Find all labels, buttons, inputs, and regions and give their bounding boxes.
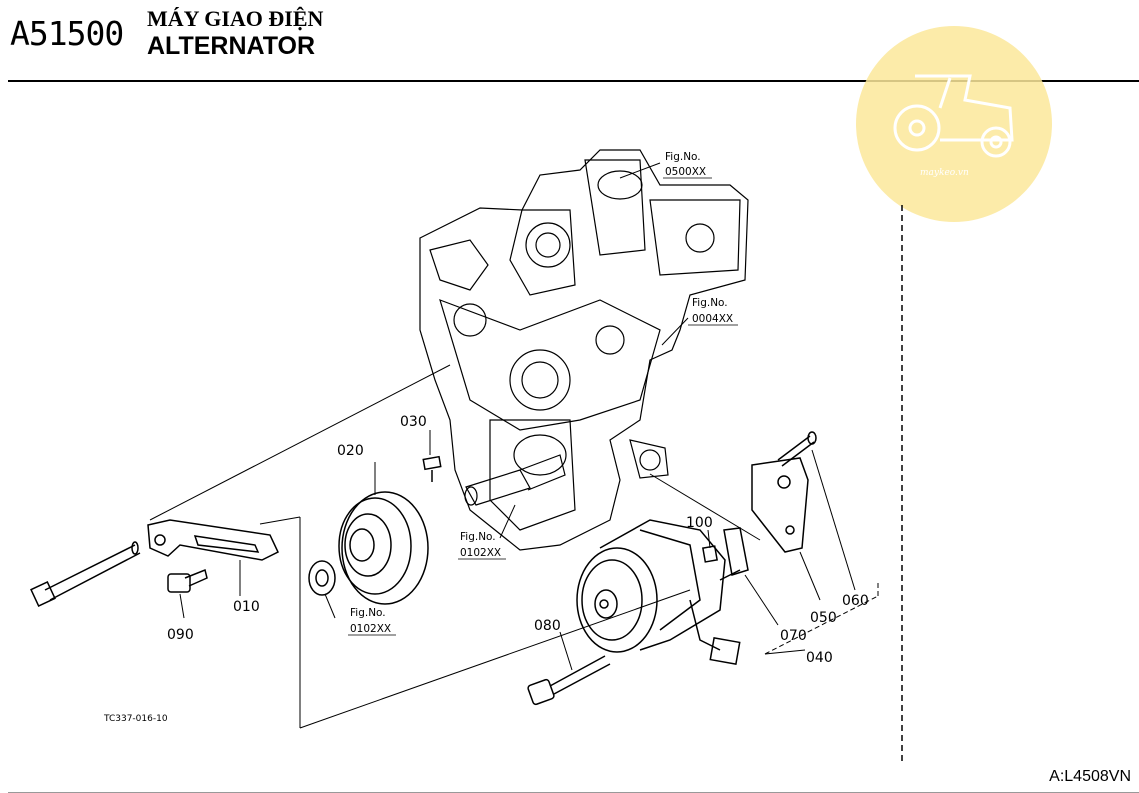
fig-ref-label: Fig.No. — [665, 151, 701, 163]
fig-ref-label: Fig.No. — [692, 297, 728, 309]
part-label-090: 090 — [167, 627, 194, 643]
watermark-circle — [856, 26, 1052, 222]
part-label-040: 040 — [806, 650, 833, 666]
watermark-logo: maykeo.vn — [856, 26, 1052, 222]
page-title-vietnamese: MÁY GIAO ĐIỆN — [147, 6, 324, 31]
part-060-bolt — [777, 431, 817, 467]
part-090-bolt — [167, 568, 208, 593]
belt-guide-lines — [149, 364, 761, 729]
engine-block — [419, 149, 749, 551]
part-080-bolt — [527, 655, 611, 706]
page-title-english: ALTERNATOR — [147, 32, 316, 60]
fig-ref-number: 0102XX — [350, 623, 391, 635]
leader-lines — [179, 162, 856, 671]
part-010-bracket — [147, 519, 279, 561]
fig-ref-label: Fig.No. — [460, 531, 496, 543]
fig-ref-number: 0004XX — [692, 313, 733, 325]
part-020-pulley — [338, 491, 429, 605]
drawing-reference-code: TC337-016-10 — [103, 714, 168, 724]
part-030-key — [422, 455, 442, 482]
part-070-bracket — [723, 527, 749, 576]
part-label-030: 030 — [400, 414, 427, 430]
part-040-dashed-leader — [764, 580, 879, 655]
part-label-010: 010 — [233, 599, 260, 615]
tractor-icon — [893, 74, 1014, 158]
part-label-050: 050 — [810, 610, 837, 626]
part-label-060: 060 — [842, 593, 869, 609]
part-label-020: 020 — [337, 443, 364, 459]
adjuster-bolt — [30, 541, 141, 607]
page-code: A:L4508VN — [1049, 768, 1131, 785]
part-label-100: 100 — [686, 515, 713, 531]
fig-ref-number: 0500XX — [665, 166, 706, 178]
part-label-070: 070 — [780, 628, 807, 644]
part-050-bracket — [751, 457, 809, 553]
part-group-code: A51500 — [10, 14, 124, 53]
part-label-080: 080 — [534, 618, 561, 634]
pulley-nut — [308, 560, 336, 596]
watermark-text: maykeo.vn — [920, 168, 969, 178]
header-divider — [8, 80, 1139, 82]
part-100-nut — [702, 545, 718, 563]
part-040-alternator — [576, 519, 741, 665]
fig-ref-label: Fig.No. — [350, 607, 386, 619]
fig-ref-number: 0102XX — [460, 547, 501, 559]
